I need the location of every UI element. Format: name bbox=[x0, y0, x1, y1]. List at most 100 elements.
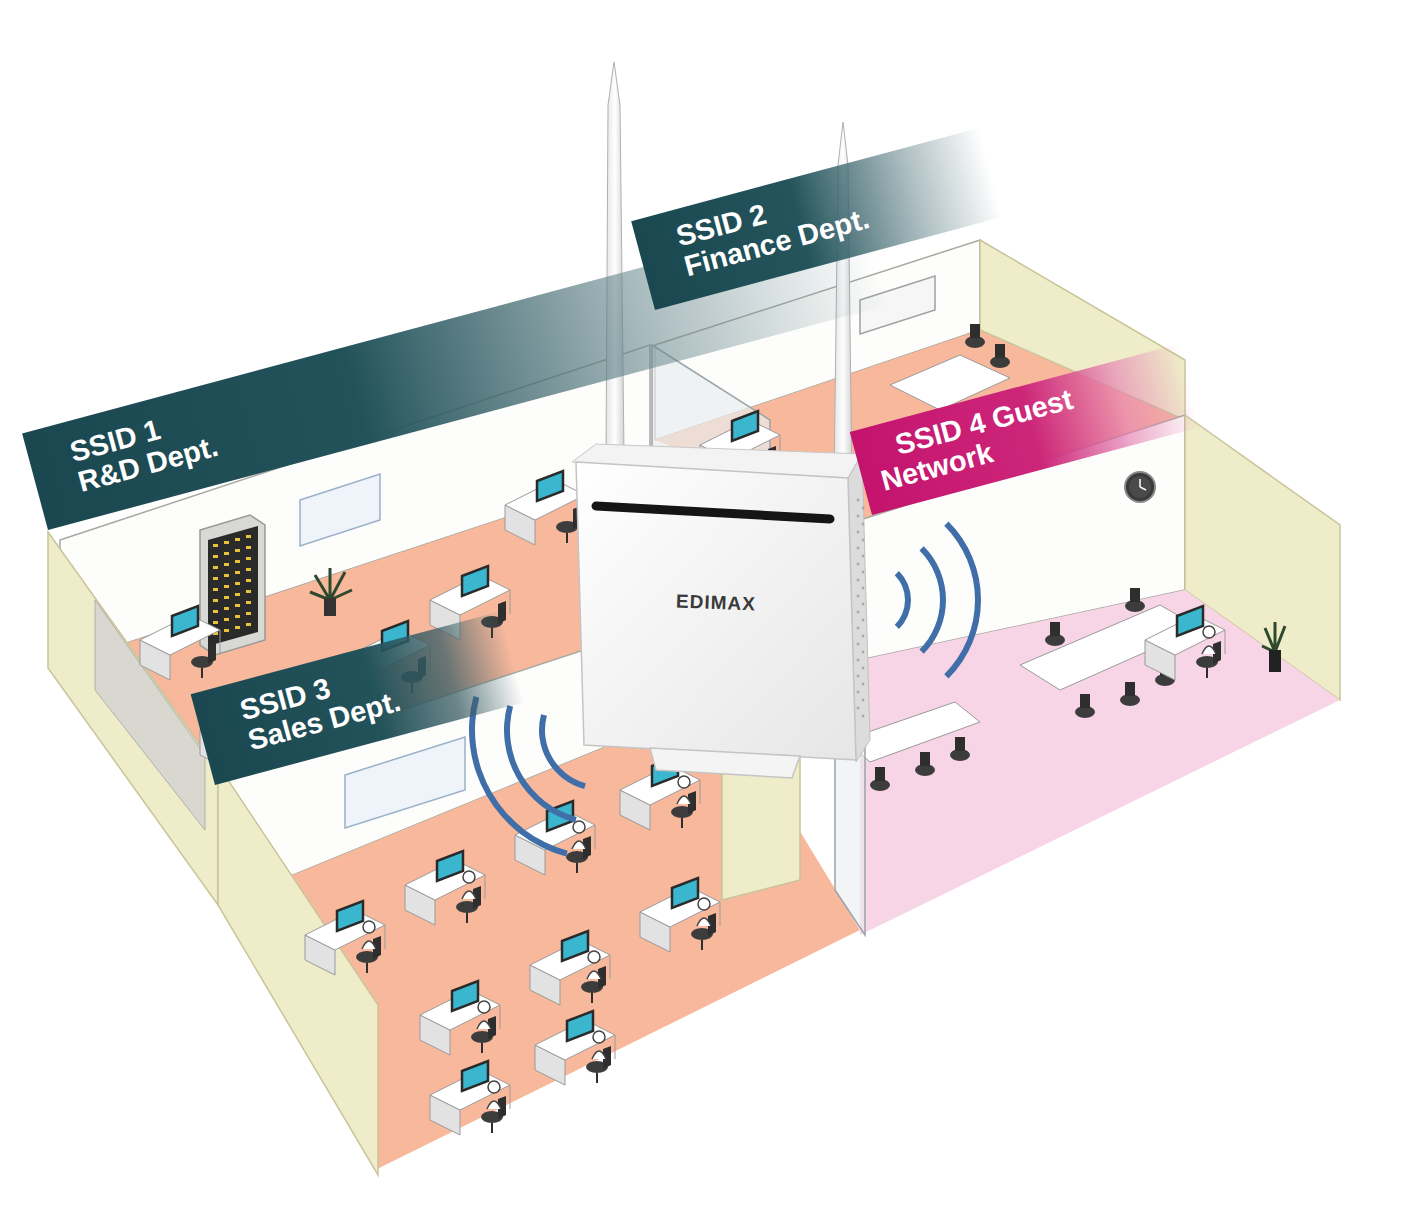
rack-led bbox=[235, 626, 240, 629]
vent-hole bbox=[857, 611, 860, 614]
ssid-banner: SSID 3 Sales Dept. bbox=[191, 611, 524, 785]
person-head bbox=[588, 951, 600, 963]
chair-back bbox=[1080, 694, 1090, 708]
vent-hole bbox=[862, 667, 865, 670]
router-stand bbox=[650, 748, 800, 778]
vent-hole bbox=[862, 699, 865, 702]
rack-led bbox=[224, 552, 229, 555]
rack-led bbox=[235, 582, 240, 585]
chair-leg bbox=[576, 863, 578, 873]
vent-hole bbox=[862, 635, 865, 638]
person-body bbox=[677, 796, 691, 804]
person-head bbox=[363, 921, 375, 933]
clock-hand bbox=[1140, 487, 1146, 490]
rack-led bbox=[213, 544, 218, 547]
vent-hole bbox=[862, 539, 865, 542]
desk-leg bbox=[510, 1085, 511, 1109]
rack-led bbox=[246, 623, 251, 626]
rack-led bbox=[213, 566, 218, 569]
vent-hole bbox=[857, 579, 860, 582]
person-head bbox=[698, 898, 710, 910]
rack-led bbox=[235, 571, 240, 574]
vent-hole bbox=[862, 715, 865, 718]
monitor bbox=[1177, 606, 1203, 636]
desk-set bbox=[405, 851, 485, 925]
ssid-label: SSID 1 R&D Dept. bbox=[67, 399, 227, 498]
rack-led bbox=[246, 546, 251, 549]
monitor bbox=[537, 471, 563, 501]
vent-hole bbox=[862, 651, 865, 654]
rack-led bbox=[213, 610, 218, 613]
chair-leg bbox=[566, 533, 568, 543]
vent-hole bbox=[857, 563, 860, 566]
wifi-wave bbox=[504, 705, 577, 823]
vent-hole bbox=[862, 571, 865, 574]
rack-led bbox=[246, 612, 251, 615]
vent-hole bbox=[857, 595, 860, 598]
wifi-wave bbox=[895, 571, 911, 629]
vent-hole bbox=[857, 675, 860, 678]
person-head bbox=[593, 1031, 605, 1043]
desk-leg bbox=[485, 875, 486, 899]
rack-led bbox=[224, 585, 229, 588]
vent-hole bbox=[862, 619, 865, 622]
clock-face bbox=[1129, 476, 1151, 498]
vent-hole bbox=[857, 691, 860, 694]
clock-hand bbox=[1139, 479, 1141, 487]
rack-led bbox=[224, 596, 229, 599]
chair-leg bbox=[366, 963, 368, 973]
chair-back bbox=[1130, 588, 1140, 602]
chair-leg bbox=[701, 940, 703, 950]
rack-led bbox=[246, 579, 251, 582]
vent-hole bbox=[862, 523, 865, 526]
rack-led bbox=[235, 538, 240, 541]
plant bbox=[310, 568, 352, 616]
person-head bbox=[573, 821, 585, 833]
desk-set bbox=[535, 1011, 615, 1085]
desk-set bbox=[530, 931, 610, 1005]
rack-led bbox=[235, 549, 240, 552]
rack-led bbox=[213, 621, 218, 624]
chair-back bbox=[875, 767, 885, 781]
vent-hole bbox=[857, 627, 860, 630]
person-body bbox=[587, 971, 601, 979]
person-head bbox=[463, 871, 475, 883]
wifi-wave bbox=[469, 696, 568, 856]
desk-leg bbox=[220, 630, 221, 654]
rack-led bbox=[246, 601, 251, 604]
chair-back bbox=[1125, 682, 1135, 696]
desk-set bbox=[505, 471, 585, 545]
wifi-wave bbox=[944, 522, 981, 679]
rack-led bbox=[246, 535, 251, 538]
led-bar bbox=[596, 506, 830, 519]
person-body bbox=[362, 941, 376, 949]
monitor bbox=[567, 1011, 593, 1041]
rack-led bbox=[213, 577, 218, 580]
rack-led bbox=[224, 563, 229, 566]
router-vents bbox=[857, 499, 865, 718]
chair-leg bbox=[681, 818, 683, 828]
vent-hole bbox=[857, 531, 860, 534]
desk-leg bbox=[1225, 630, 1226, 654]
desk-leg bbox=[510, 590, 511, 614]
chair-back bbox=[1050, 622, 1060, 636]
monitor bbox=[562, 931, 588, 961]
rack-leds bbox=[213, 535, 251, 635]
person-body bbox=[462, 891, 476, 899]
rack-led bbox=[224, 618, 229, 621]
vent-hole bbox=[862, 587, 865, 590]
chair-leg bbox=[201, 668, 203, 678]
sales-whiteboard bbox=[345, 737, 465, 828]
rack-led bbox=[235, 615, 240, 618]
wifi-waves bbox=[469, 522, 981, 857]
desk-set bbox=[640, 878, 720, 952]
rack-led bbox=[235, 593, 240, 596]
person-body bbox=[697, 918, 711, 926]
desk-leg bbox=[615, 1035, 616, 1059]
monitor bbox=[462, 1061, 488, 1091]
chair-back bbox=[995, 344, 1005, 358]
rack-led bbox=[235, 604, 240, 607]
person-head bbox=[478, 1001, 490, 1013]
chair-leg bbox=[591, 993, 593, 1003]
